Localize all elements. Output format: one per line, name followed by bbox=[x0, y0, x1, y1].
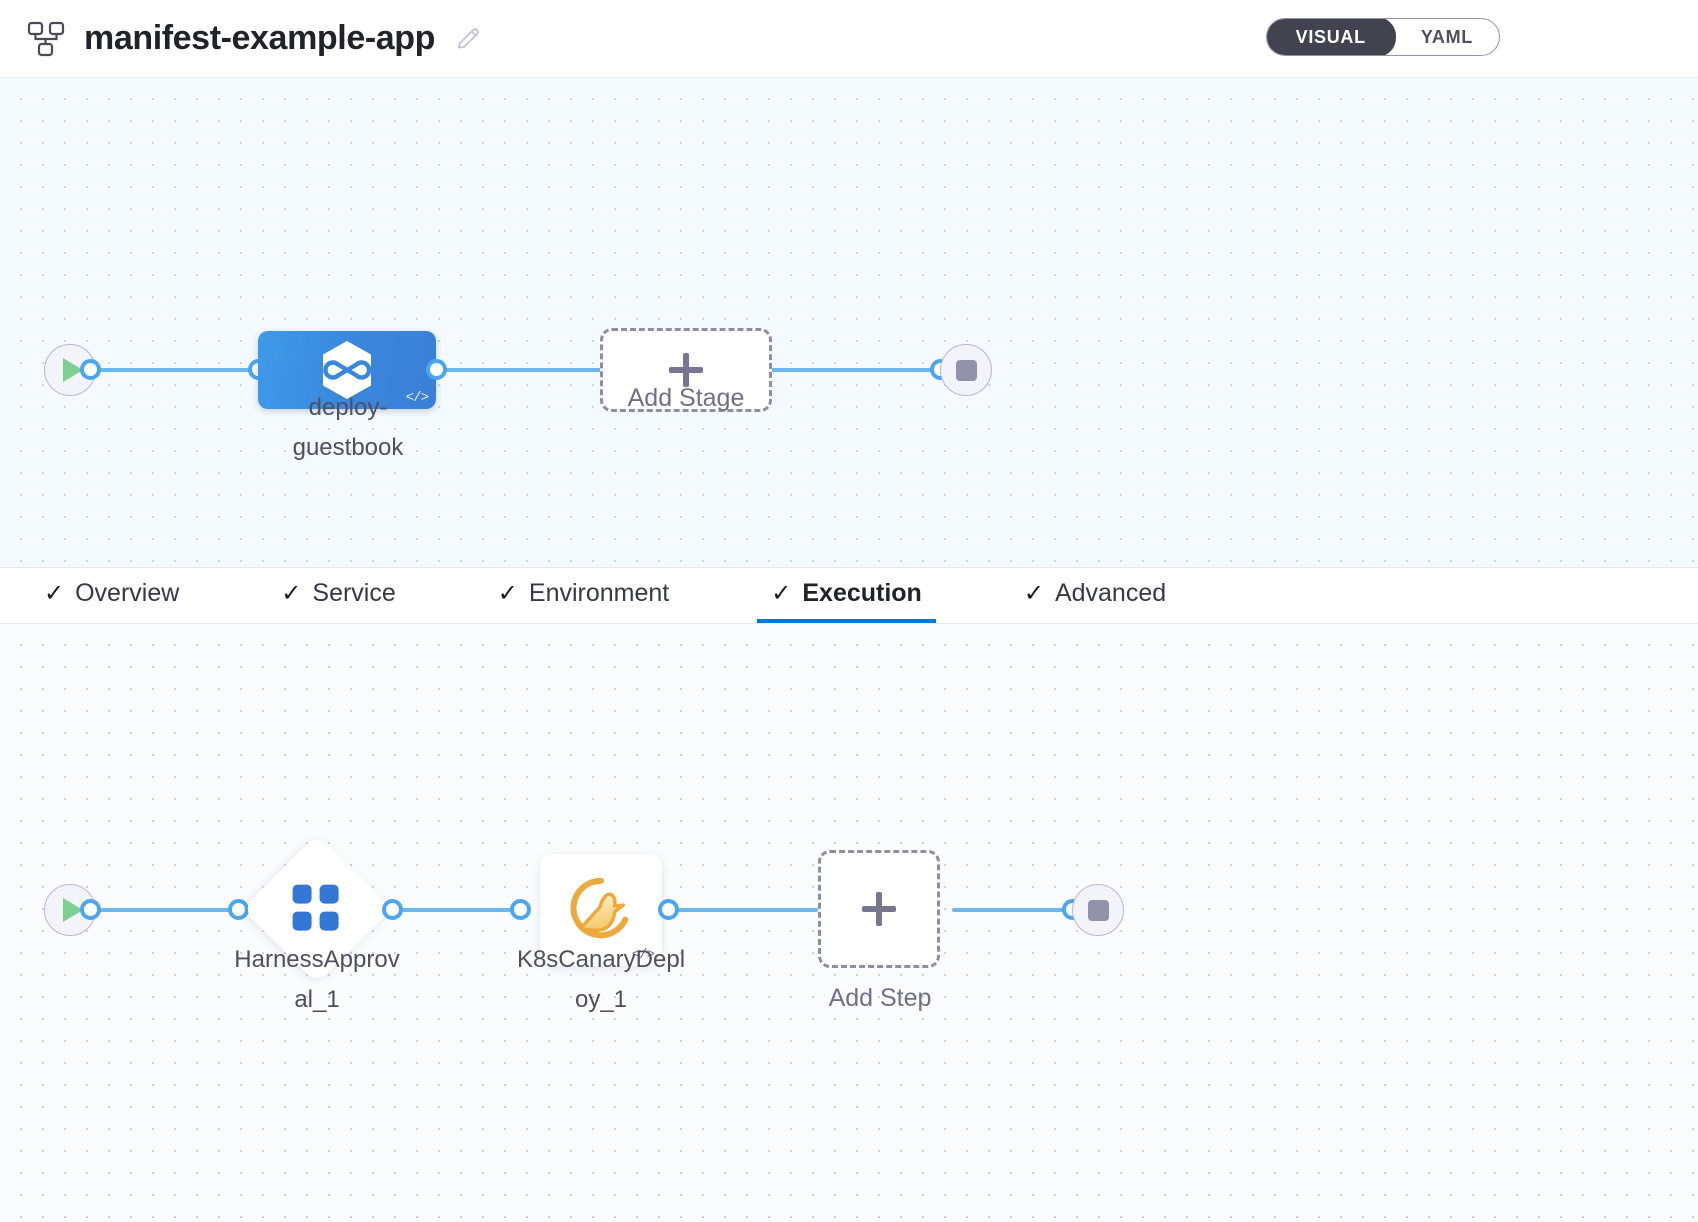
tab-advanced-label: Advanced bbox=[1054, 579, 1167, 607]
stage-node-label: deploy- guestbook bbox=[292, 394, 404, 461]
step-node-approval-label: HarnessApprov al_1 bbox=[234, 946, 400, 1013]
stage-code-badge-icon[interactable]: </> bbox=[405, 390, 429, 406]
stop-end-icon bbox=[955, 359, 977, 381]
stage-end-node bbox=[940, 344, 992, 396]
stage-graph-canvas[interactable]: </> deploy- guestbook Add Stage bbox=[0, 78, 1698, 568]
app-header: manifest-example-app VISUAL YAML bbox=[0, 0, 1698, 78]
tab-advanced[interactable]: ✓ Advanced bbox=[1010, 568, 1180, 623]
harness-approval-icon-wrap bbox=[242, 834, 392, 984]
harness-approval-diamond-icon bbox=[263, 855, 371, 963]
edge-approval-to-canary bbox=[388, 908, 516, 912]
edge-add-to-end bbox=[766, 368, 942, 372]
check-icon: ✓ bbox=[44, 579, 65, 607]
stage-connector-dot-start[interactable] bbox=[80, 359, 101, 380]
page-title: manifest-example-app bbox=[84, 19, 435, 57]
view-mode-toggle[interactable]: VISUAL YAML bbox=[1265, 18, 1500, 56]
edge-start-to-stage bbox=[80, 368, 258, 372]
add-step-button[interactable] bbox=[818, 850, 940, 968]
edge-canary-to-add bbox=[658, 908, 818, 912]
add-stage-button[interactable] bbox=[600, 328, 772, 412]
tab-environment-label: Environment bbox=[528, 579, 670, 607]
tab-environment[interactable]: ✓ Environment bbox=[484, 568, 683, 623]
tab-service-label: Service bbox=[312, 579, 396, 607]
check-icon: ✓ bbox=[281, 579, 302, 607]
plus-icon bbox=[862, 892, 896, 926]
header-title-group: manifest-example-app bbox=[26, 19, 483, 58]
step-node-canary-label: K8sCanaryDepl oy_1 bbox=[516, 946, 686, 1013]
canary-bird-icon bbox=[568, 875, 634, 946]
edge-start-to-approval bbox=[80, 908, 240, 912]
step-connector-dot-approval-out[interactable] bbox=[382, 899, 403, 920]
tab-service[interactable]: ✓ Service bbox=[267, 568, 409, 623]
tab-execution-label: Execution bbox=[802, 579, 922, 607]
edge-stage-to-add bbox=[432, 368, 610, 372]
pipeline-nodes-icon bbox=[26, 21, 66, 57]
add-stage-label: Add Stage bbox=[627, 384, 745, 412]
stage-connector-dot-out[interactable] bbox=[426, 359, 447, 380]
step-code-badge-icon[interactable]: </> bbox=[631, 947, 655, 963]
harness-cd-hexagon-icon bbox=[318, 339, 376, 401]
step-end-node bbox=[1072, 884, 1124, 936]
tab-execution[interactable]: ✓ Execution bbox=[757, 568, 936, 623]
toggle-yaml-button[interactable]: YAML bbox=[1395, 19, 1499, 55]
add-step-label: Add Step bbox=[828, 984, 932, 1012]
step-connector-dot-start[interactable] bbox=[80, 899, 101, 920]
play-start-icon bbox=[62, 898, 83, 922]
stage-config-tabs[interactable]: ✓ Overview ✓ Service ✓ Environment ✓ Exe… bbox=[0, 568, 1698, 624]
tab-overview-label: Overview bbox=[75, 579, 180, 607]
step-connector-dot-canary-in[interactable] bbox=[510, 899, 531, 920]
toggle-visual-button[interactable]: VISUAL bbox=[1266, 19, 1396, 55]
pencil-edit-icon[interactable] bbox=[453, 24, 483, 54]
edge-add-to-end bbox=[952, 908, 1064, 912]
tab-overview[interactable]: ✓ Overview bbox=[30, 568, 193, 623]
check-icon: ✓ bbox=[1023, 579, 1044, 607]
stop-end-icon bbox=[1087, 899, 1109, 921]
check-icon: ✓ bbox=[497, 579, 518, 607]
step-node-k8s-canary-deploy[interactable]: </> bbox=[540, 854, 662, 966]
step-connector-dot-canary-out[interactable] bbox=[658, 899, 679, 920]
plus-icon bbox=[669, 353, 703, 387]
check-icon: ✓ bbox=[771, 579, 792, 607]
stage-node-deploy-guestbook[interactable]: </> bbox=[258, 331, 436, 409]
play-start-icon bbox=[62, 358, 83, 382]
execution-steps-canvas[interactable]: HarnessApprov al_1 </> K8sCanaryDepl oy_… bbox=[0, 624, 1698, 1222]
